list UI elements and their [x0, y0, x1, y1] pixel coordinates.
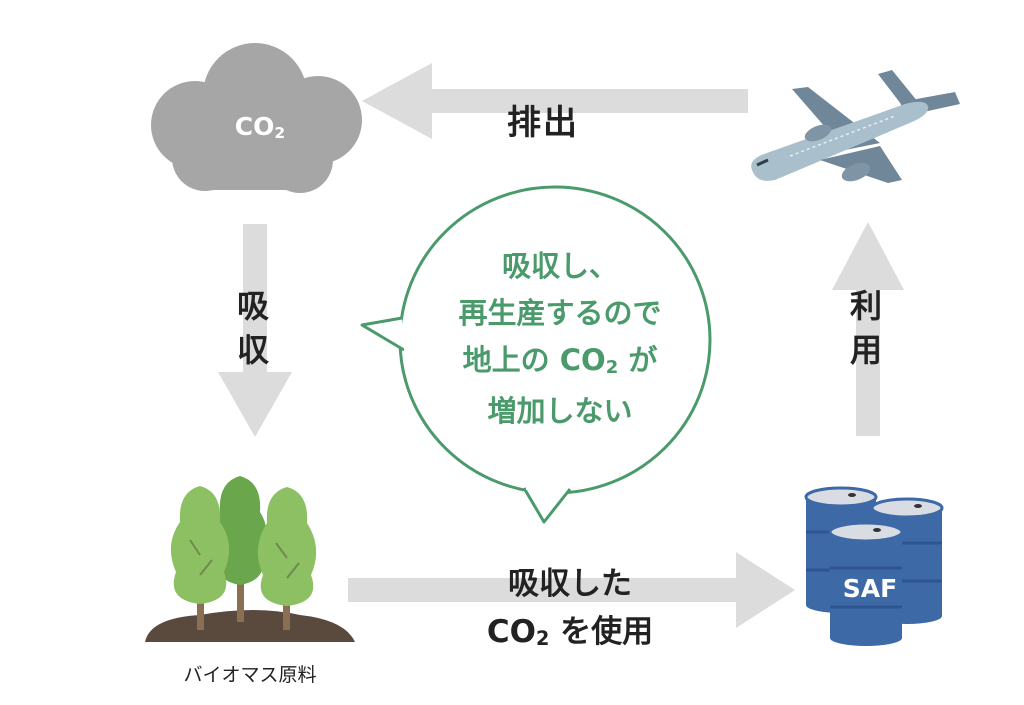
bubble-line3-post: が	[618, 343, 658, 377]
absorb-label-line2: 収	[236, 331, 269, 369]
cloud-co2-label: CO2	[205, 112, 315, 142]
bubble-message: 吸収し、 再生産するので 地上の CO2 が 増加しない	[430, 243, 690, 435]
absorb-label: 吸 収	[233, 284, 273, 372]
use-label: 利 用	[846, 284, 886, 372]
absorbed-co2-label: 吸収した CO2 を使用	[450, 560, 690, 660]
use-label-line1: 利	[849, 287, 882, 325]
trees-icon	[145, 476, 355, 642]
bubble-line3-pre: 地上の CO	[462, 343, 606, 377]
absorbed-co2-line2-sub: 2	[535, 627, 550, 651]
bubble-line3: 地上の CO2 が	[430, 337, 690, 388]
absorbed-co2-arrow	[348, 552, 795, 628]
absorb-label-line1: 吸	[236, 287, 269, 325]
absorbed-co2-line1: 吸収した	[508, 566, 632, 602]
cloud-icon	[151, 43, 362, 193]
absorbed-co2-line2-pre: CO	[486, 614, 536, 650]
bubble-line4: 増加しない	[487, 394, 633, 428]
biomass-label: バイオマス原料	[183, 664, 317, 686]
saf-label: SAF	[842, 574, 898, 603]
bubble-line1: 吸収し、	[501, 249, 618, 283]
emit-arrow	[362, 63, 748, 139]
bubble-line2: 再生産するので	[458, 296, 662, 330]
emit-label: 排出	[507, 103, 579, 143]
bubble-line3-sub: 2	[605, 357, 619, 379]
speech-bubble	[360, 185, 712, 524]
absorbed-co2-line2: CO2 を使用	[450, 608, 690, 660]
use-arrow	[832, 222, 904, 436]
use-label-line2: 用	[849, 331, 882, 369]
barrels-icon	[804, 486, 944, 646]
airplane-icon	[751, 70, 960, 183]
cloud-co2-text: CO	[234, 112, 275, 141]
absorb-arrow	[218, 224, 292, 437]
absorbed-co2-line2-post: を使用	[549, 614, 654, 650]
cloud-co2-subscript: 2	[274, 123, 286, 142]
